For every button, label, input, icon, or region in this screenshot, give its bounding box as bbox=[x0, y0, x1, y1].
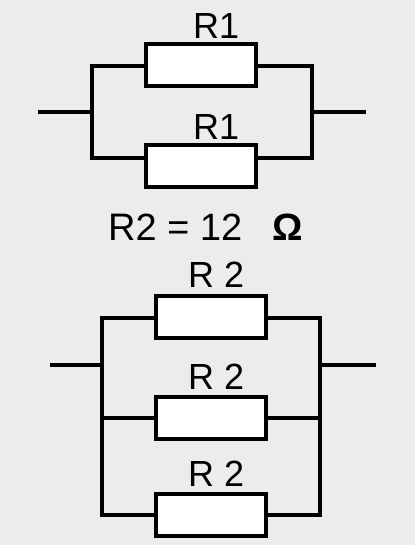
top-circuit-wires bbox=[38, 64, 366, 160]
bottom-circuit-wires bbox=[50, 316, 376, 517]
top-resistor-1 bbox=[144, 42, 258, 88]
bottom-resistor-3 bbox=[154, 492, 268, 538]
top-resistor-2-label: R1 bbox=[193, 106, 239, 147]
top-resistor-1-label: R1 bbox=[193, 5, 239, 46]
bottom-resistor-3-label: R 2 bbox=[188, 453, 244, 494]
bottom-resistor-2-label: R 2 bbox=[188, 356, 244, 397]
resistance-value-text: R2 = 12 bbox=[108, 207, 242, 249]
top-resistor-2 bbox=[144, 143, 258, 189]
ohm-symbol: Ω bbox=[272, 207, 302, 249]
bottom-resistor-1-label: R 2 bbox=[188, 254, 244, 295]
bottom-resistor-2 bbox=[154, 395, 268, 441]
bottom-resistor-1 bbox=[154, 294, 268, 340]
